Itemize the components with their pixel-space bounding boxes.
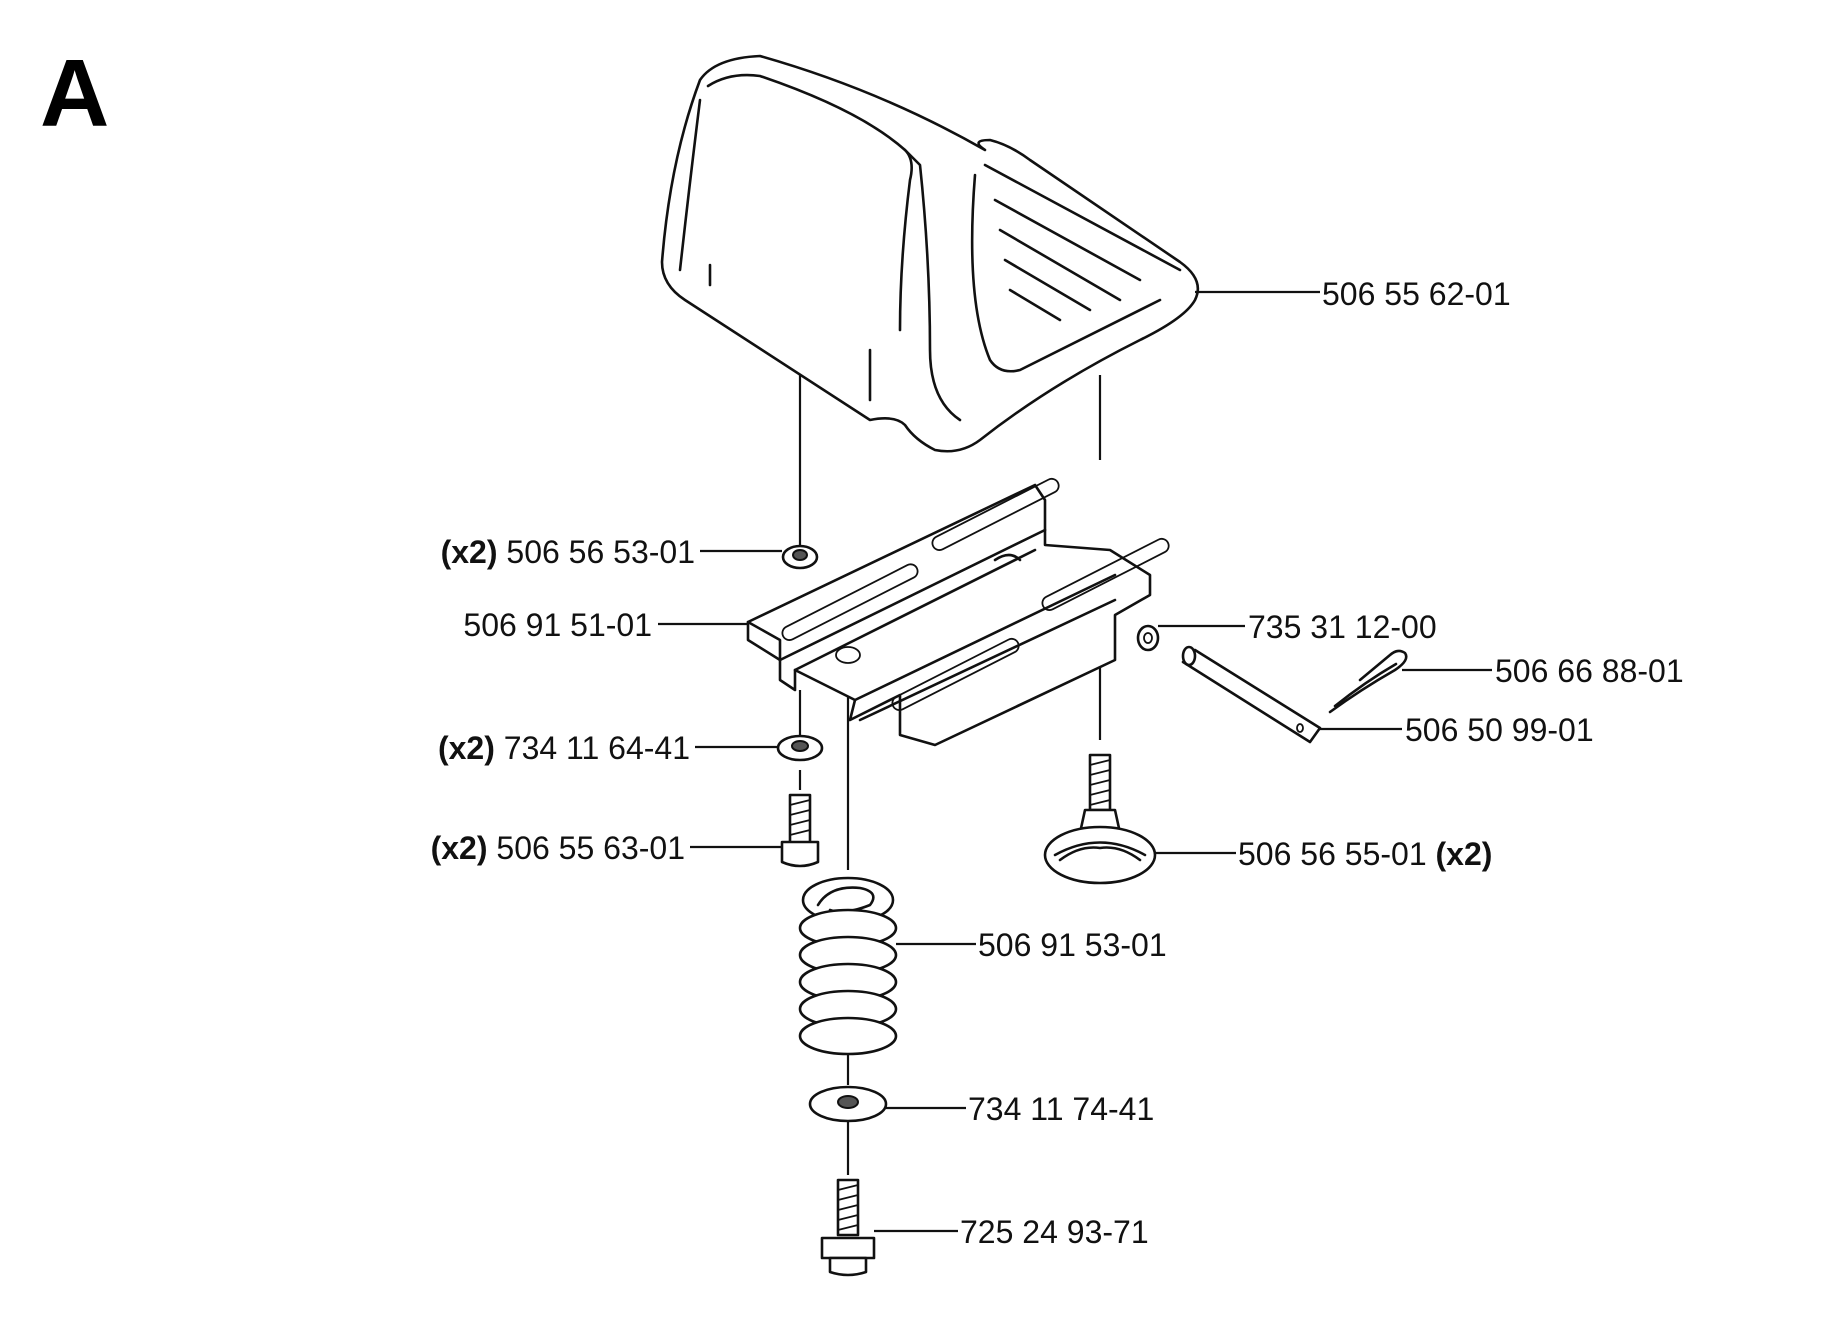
part-label-pivot-pin: 506 50 99-01 [1405,712,1594,748]
part-label-top-nut: (x2) 506 56 53-01 [441,534,695,570]
pivot-pin-illustration [1181,645,1322,744]
spring-washer-illustration [808,1085,888,1123]
washer-illustration [776,734,824,762]
bracket-illustration [746,477,1170,747]
lock-washer-illustration [1136,624,1160,652]
part-label-knob: 506 56 55-01 (x2) [1238,836,1492,872]
seat-illustration [660,54,1200,453]
part-label-hair-pin: 506 66 88-01 [1495,653,1684,689]
section-letter: A [40,40,109,147]
part-label-washer: (x2) 734 11 64-41 [438,730,690,766]
part-label-spring: 506 91 53-01 [978,927,1167,963]
top-nut-illustration [781,544,819,570]
part-label-bolt: 725 24 93-71 [960,1214,1149,1250]
part-label-spring-washer: 734 11 74-41 [968,1091,1154,1127]
explode-axis-lines [798,375,1102,1175]
screw-illustration [780,793,820,868]
part-labels: 506 55 62-01 (x2) 506 56 53-01 506 91 51… [431,276,1684,1250]
leader-lines [658,290,1492,1233]
bolt-illustration [820,1178,876,1277]
knob-illustration [1043,753,1157,885]
part-label-screw: (x2) 506 55 63-01 [431,830,685,866]
part-label-seat: 506 55 62-01 [1322,276,1511,312]
part-label-lock-washer: 735 31 12-00 [1248,609,1437,645]
spring-illustration [798,876,898,1056]
part-label-bracket: 506 91 51-01 [463,607,652,643]
hair-pin-illustration [1328,649,1408,714]
